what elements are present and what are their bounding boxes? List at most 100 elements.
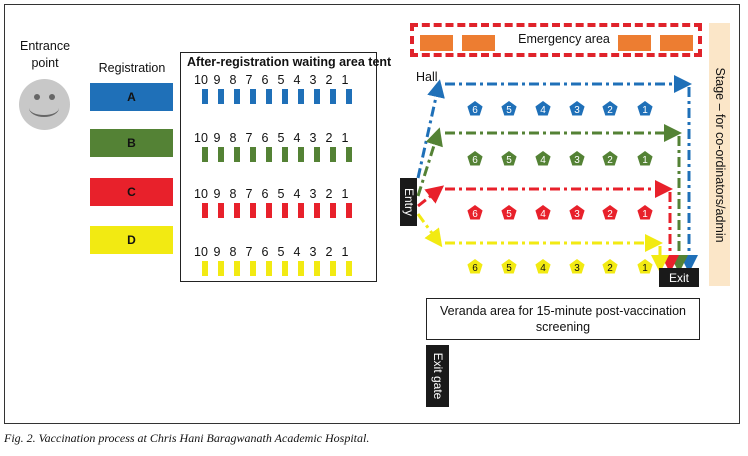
seat-number: 7 (245, 245, 253, 259)
vaccination-station-d (467, 259, 483, 274)
seat-number: 10 (194, 73, 208, 87)
seat (314, 147, 320, 162)
station-number: 1 (642, 263, 648, 274)
vaccination-station-d (501, 259, 517, 274)
seat-number: 10 (194, 245, 208, 259)
station-number: 4 (540, 155, 546, 166)
seat (218, 261, 224, 276)
seat (202, 147, 208, 162)
station-number: 4 (540, 263, 546, 274)
seat-number: 10 (194, 187, 208, 201)
vaccination-station-b (501, 151, 517, 166)
vaccination-station-a (535, 101, 551, 116)
veranda-line1: Veranda area for 15-minute post-vaccinat… (440, 304, 686, 318)
seat (298, 89, 304, 104)
veranda-line2: screening (535, 320, 591, 334)
path-lane-d (416, 213, 443, 248)
seat (330, 89, 336, 104)
seat (234, 147, 240, 162)
seat (234, 89, 240, 104)
tent-title: After-registration waiting area tent (187, 55, 392, 69)
station-number: 4 (540, 105, 546, 116)
vaccination-station-a (467, 101, 483, 116)
seat (202, 261, 208, 276)
vaccination-station-c (467, 205, 483, 220)
seat-number: 4 (293, 245, 301, 259)
seat-number: 6 (261, 245, 269, 259)
exit-marker: Exit (659, 268, 699, 287)
seat-number: 1 (341, 187, 349, 201)
seat (218, 203, 224, 218)
vaccination-station-a (637, 101, 653, 116)
vaccination-station-b (637, 151, 653, 166)
seat (202, 89, 208, 104)
entry-marker: Entry (400, 178, 417, 226)
seat-number: 7 (245, 131, 253, 145)
path-lane-b (416, 127, 443, 197)
registration-desk-c: C (90, 178, 173, 206)
seat-number: 2 (325, 131, 333, 145)
vaccination-station-d (569, 259, 585, 274)
seat-number: 6 (261, 187, 269, 201)
station-number: 6 (472, 263, 478, 274)
emergency-area-label: Emergency area (518, 32, 610, 46)
seat (234, 261, 240, 276)
seat-number: 3 (309, 131, 317, 145)
seat (282, 203, 288, 218)
seat-number: 4 (293, 187, 301, 201)
entry-label: Entry (401, 187, 416, 217)
seat (250, 89, 256, 104)
vaccination-station-d (637, 259, 653, 274)
station-number: 6 (472, 105, 478, 116)
seat-number: 3 (309, 187, 317, 201)
seat (314, 261, 320, 276)
smiley-face-icon (19, 79, 70, 130)
station-number: 2 (607, 209, 613, 220)
seat (298, 147, 304, 162)
vaccination-station-a (501, 101, 517, 116)
vaccination-station-b (602, 151, 618, 166)
exit-gate: Exit gate (426, 345, 449, 407)
seat (266, 147, 272, 162)
emergency-bed (618, 35, 651, 51)
station-number: 1 (642, 209, 648, 220)
stage-area: Stage – for co-ordinators/admin (709, 23, 730, 286)
entrance-label: Entrance point (14, 38, 76, 72)
seat-number: 8 (229, 73, 237, 87)
registration-desk-a: A (90, 83, 173, 111)
seat (346, 261, 352, 276)
path-lane-a (416, 79, 445, 179)
registration-desk-label: C (127, 185, 136, 199)
seat-number: 7 (245, 187, 253, 201)
seat-number: 8 (229, 187, 237, 201)
seat (266, 89, 272, 104)
seat-number: 1 (341, 131, 349, 145)
seat-number: 1 (341, 245, 349, 259)
seat-number: 9 (213, 187, 221, 201)
seat (218, 89, 224, 104)
seat (346, 89, 352, 104)
waiting-area-tent: After-registration waiting area tent 10 9… (180, 52, 391, 282)
vaccination-station-a (602, 101, 618, 116)
seat-number: 3 (309, 245, 317, 259)
seat (250, 261, 256, 276)
eye-right (49, 94, 55, 100)
seat (346, 203, 352, 218)
seat (330, 203, 336, 218)
seat-number: 5 (277, 187, 285, 201)
seat (266, 203, 272, 218)
station-number: 5 (506, 263, 512, 274)
seat (298, 203, 304, 218)
registration-desk-d: D (90, 226, 173, 254)
seat-number: 3 (309, 73, 317, 87)
seat (330, 147, 336, 162)
vaccination-station-b (467, 151, 483, 166)
registration-desk-label: A (127, 90, 136, 104)
vaccination-station-b (535, 151, 551, 166)
exit-label: Exit (668, 270, 689, 285)
figure-frame (4, 4, 740, 424)
seat (218, 147, 224, 162)
seat (330, 261, 336, 276)
registration-desk-b: B (90, 129, 173, 157)
